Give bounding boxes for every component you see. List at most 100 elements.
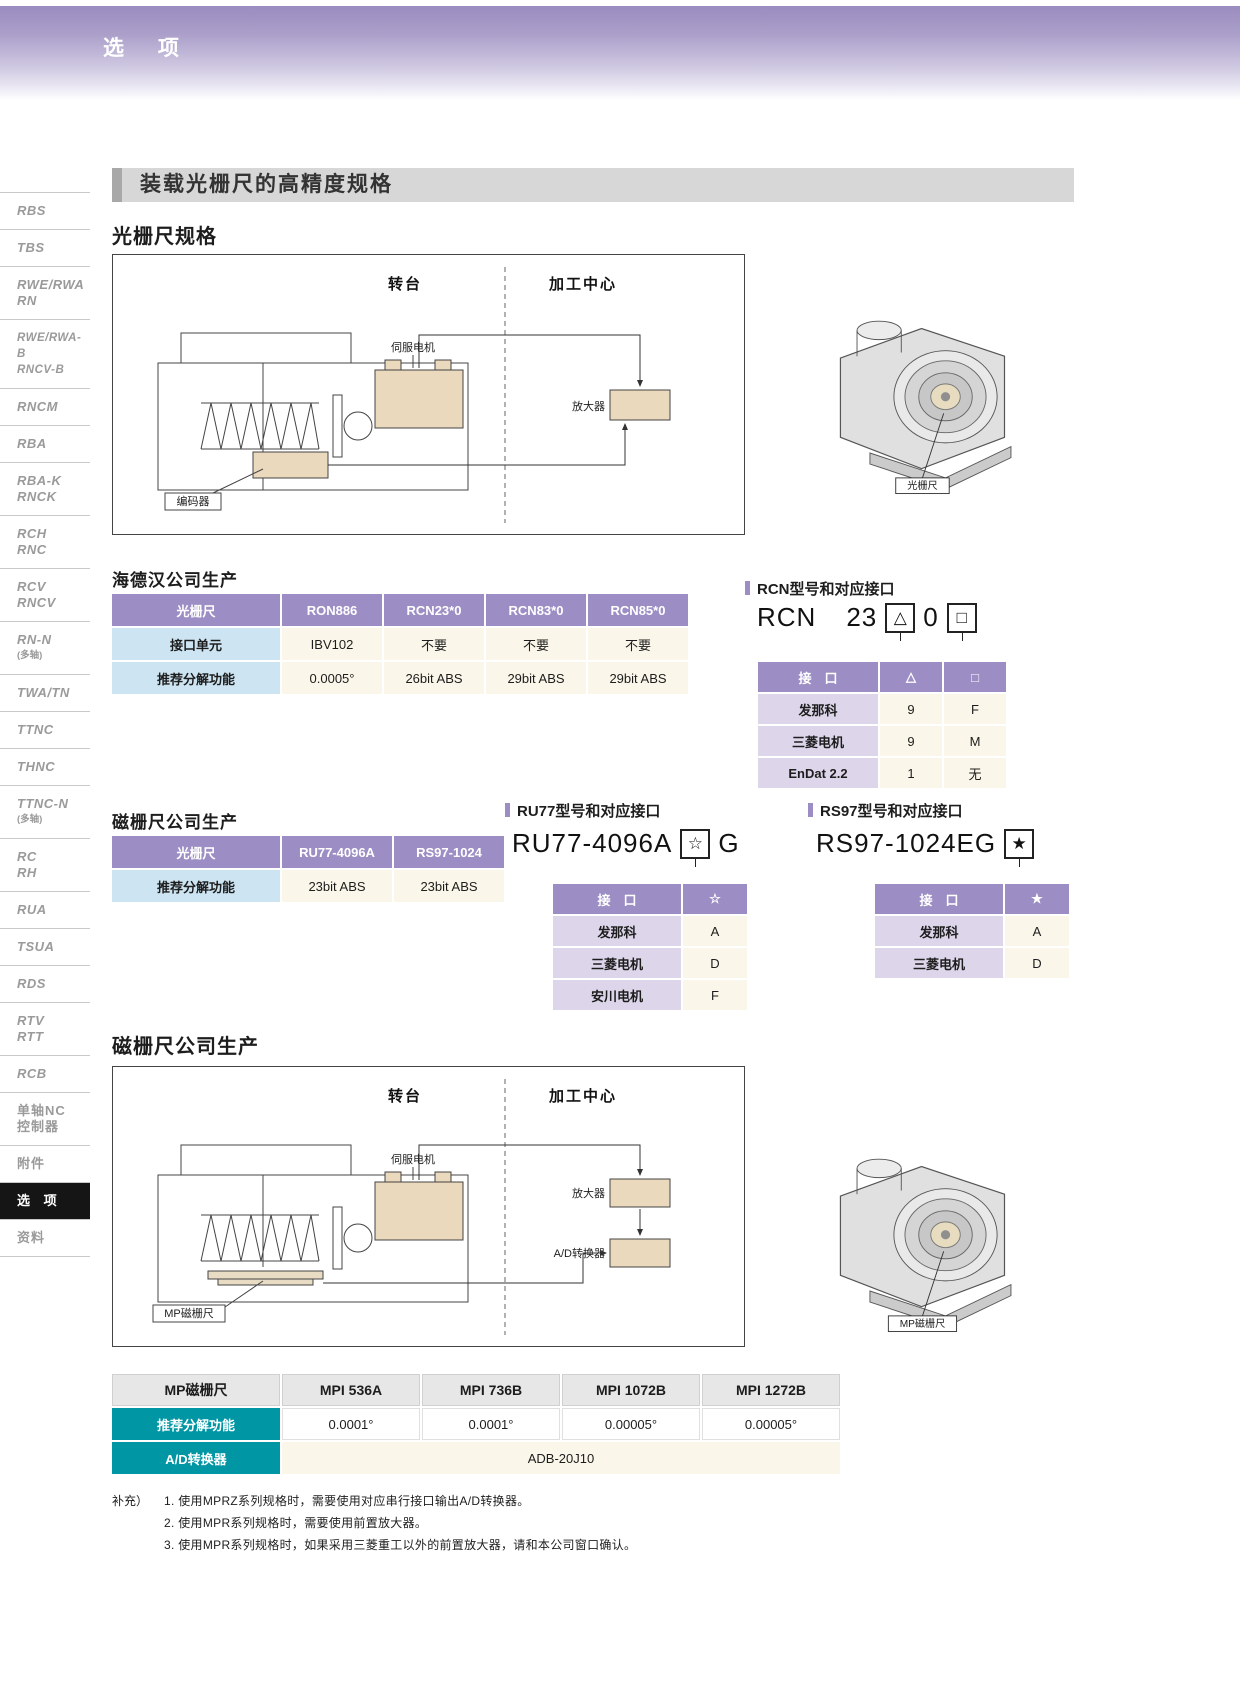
table-header-cell: MPI 1072B <box>562 1374 700 1406</box>
row-label-cell: EnDat 2.2 <box>758 758 878 788</box>
amplifier-block <box>609 389 671 421</box>
table-cell: 0.00005° <box>562 1408 700 1440</box>
sidebar-item-accessories: 附件 <box>0 1145 90 1182</box>
table-header-cell: MPI 536A <box>282 1374 420 1406</box>
scale-callout-label: 光栅尺 <box>907 479 937 492</box>
sidebar-item-sublabel: (多轴) <box>17 814 43 825</box>
table-header-cell: ☆ <box>683 884 747 914</box>
sidebar-item-rch-rnc: RCH RNC <box>0 515 90 568</box>
interface-symbol-box-star-filled: ★ <box>1004 828 1035 867</box>
sidebar-item-rba-k-rnck: RBA-K RNCK <box>0 462 90 515</box>
table-platter <box>180 1144 352 1176</box>
model-prefix: RCN <box>757 602 817 632</box>
table-cell: 不要 <box>588 628 688 660</box>
table-cell: F <box>944 694 1006 724</box>
mp-rotary-table-illustration: MP磁栅尺 <box>822 1138 1034 1343</box>
encoder-to-amplifier-wire <box>328 423 628 466</box>
table-header-cell: RS97-1024 <box>394 836 504 868</box>
table-header-cell: 接 口 <box>758 662 878 692</box>
table-header-cell: 光栅尺 <box>112 594 280 626</box>
sidebar-item-rtv-rtt: RTV RTT <box>0 1002 90 1055</box>
amplifier-label: 放大器 <box>572 1186 605 1200</box>
table-cell: 0.0005° <box>282 662 382 694</box>
faceplate-center <box>940 392 951 402</box>
model-number: RS97-1024EG <box>816 828 997 858</box>
row-label-cell: A/D转换器 <box>112 1442 280 1474</box>
machining-center-zone-label: 加工中心 <box>548 1087 617 1105</box>
table-cell: 无 <box>944 758 1006 788</box>
ad-converter-label: A/D转换器 <box>554 1246 605 1260</box>
encoder-label: 编码器 <box>177 494 210 508</box>
system-diagram-svg: 转台 加工中心 伺服电机 MP磁栅尺 放大器 A/D转换器 <box>152 1079 671 1335</box>
sidebar-item-label: TTNC-N <box>17 796 69 811</box>
page-header-band: 选 项 <box>0 6 1240 100</box>
sidebar-item-rua: RUA <box>0 891 90 928</box>
model-digit: 0 <box>923 602 939 632</box>
table-cell: IBV102 <box>282 628 382 660</box>
scale-callout-box <box>887 1315 958 1333</box>
table-header-cell: ★ <box>1005 884 1069 914</box>
rs97-model-code: RS97-1024EG ★ <box>816 828 1035 867</box>
mp-scale-table: MP磁栅尺 MPI 536A MPI 736B MPI 1072B MPI 12… <box>112 1374 840 1474</box>
heidenhain-heading: 海德汉公司生产 <box>112 571 238 590</box>
rotary-table-illustration: 光栅尺 <box>822 300 1034 505</box>
table-cell: D <box>683 948 747 978</box>
table-header-cell: MPI 736B <box>422 1374 560 1406</box>
row-label-cell: 三菱电机 <box>553 948 681 978</box>
motor-cylinder-top <box>856 1158 902 1179</box>
rcn-section-heading: RCN型号和对应接口 <box>745 578 895 599</box>
section-tab-label: 选 项 <box>103 37 193 60</box>
row-label-cell: 推荐分解功能 <box>112 662 280 694</box>
sidebar-item-label: RN-N <box>17 632 52 647</box>
table-cell: 0.0001° <box>422 1408 560 1440</box>
mp-scale-system-diagram: 转台 加工中心 伺服电机 MP磁栅尺 放大器 A/D转换器 <box>112 1066 745 1347</box>
sidebar-item-options-active: 选 项 <box>0 1182 90 1219</box>
sidebar-item-rwe-rwa-rn: RWE/RWA RN <box>0 266 90 319</box>
scale-callout-box <box>895 477 950 495</box>
table-cell: 1 <box>880 758 942 788</box>
sidebar-item-rncm: RNCM <box>0 388 90 425</box>
row-label-cell: 发那科 <box>553 916 681 946</box>
table-cell: 9 <box>880 694 942 724</box>
scale-callout-leader <box>922 1251 945 1317</box>
sidebar-item-thnc: THNC <box>0 748 90 785</box>
sidebar-item-materials: 资料 <box>0 1219 90 1256</box>
sidebar-item-tbs: TBS <box>0 229 90 266</box>
rcn-interface-table: 接 口 △ □ 发那科 9 F 三菱电机 9 M EnDat 2.2 1 无 <box>758 662 1006 788</box>
rcn-model-code: RCN 23 △ 0 □ <box>757 602 977 641</box>
servo-motor-label: 伺服电机 <box>391 1152 435 1166</box>
sidebar-item-rbs: RBS <box>0 192 90 229</box>
table-cell: 不要 <box>486 628 586 660</box>
heidenhain-spec-table: 光栅尺 RON886 RCN23*0 RCN83*0 RCN85*0 接口单元 … <box>112 594 688 694</box>
motor-tab <box>384 1171 402 1183</box>
row-label-cell: 接口单元 <box>112 628 280 660</box>
sidebar-item-sublabel: (多轴) <box>17 650 43 661</box>
faceplate-center <box>940 1230 951 1240</box>
interface-symbol-box-star-outline: ☆ <box>680 828 711 867</box>
row-label-cell: 安川电机 <box>553 980 681 1010</box>
scale-callout-label: MP磁栅尺 <box>900 1317 946 1330</box>
coupling-bar <box>332 1206 343 1270</box>
motor-tab <box>434 359 452 371</box>
rotary-table-zone-label: 转台 <box>388 1087 422 1105</box>
table-header-cell: RCN83*0 <box>486 594 586 626</box>
motor-tab <box>434 1171 452 1183</box>
page-title: 装载光栅尺的高精度规格 <box>140 173 393 196</box>
footnote-prefix: 补充） <box>112 1494 149 1508</box>
table-header-cell: MPI 1272B <box>702 1374 840 1406</box>
footnote-item: 1. 使用MPRZ系列规格时，需要使用对应串行接口输出A/D转换器。 <box>164 1494 530 1508</box>
table-cell: M <box>944 726 1006 756</box>
encoder-label-leader <box>212 468 264 494</box>
table-header-cell: 接 口 <box>553 884 681 914</box>
table-cell: 26bit ABS <box>384 662 484 694</box>
sidebar-item-rwe-rwa-b-rncv-b: RWE/RWA-B RNCV-B <box>0 319 90 388</box>
table-header-cell: RCN85*0 <box>588 594 688 626</box>
sidebar-item-rba: RBA <box>0 425 90 462</box>
servo-motor-block <box>374 369 464 429</box>
scale-callout-leader <box>922 413 945 479</box>
scale-to-ad-wire <box>323 1250 607 1284</box>
sidebar-item-ttnc: TTNC <box>0 711 90 748</box>
motor-to-amplifier-wire <box>418 334 643 387</box>
row-label-cell: 推荐分解功能 <box>112 870 280 902</box>
table-platter <box>180 332 352 364</box>
